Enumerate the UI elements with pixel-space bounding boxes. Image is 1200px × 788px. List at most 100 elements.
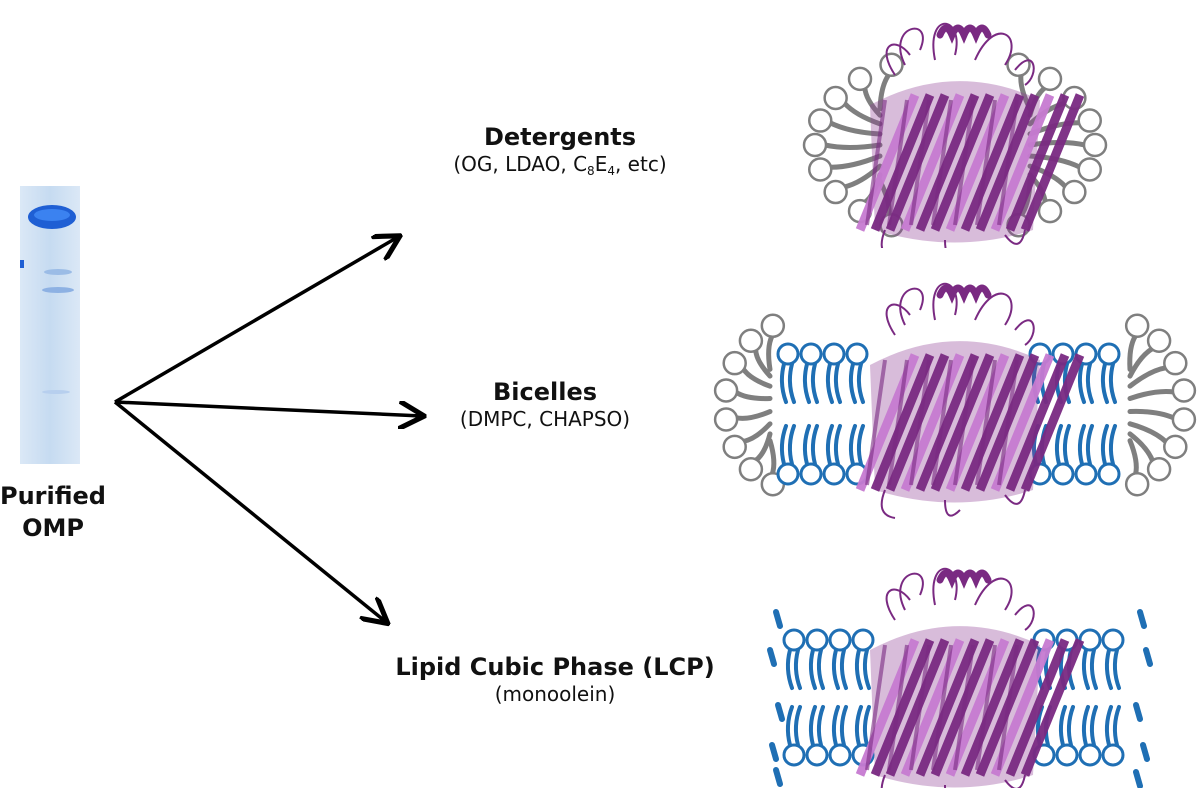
detergent-head bbox=[808, 157, 833, 182]
protein-loop bbox=[885, 303, 911, 336]
lipid-tail bbox=[1085, 424, 1094, 466]
detergents-title: Detergents bbox=[483, 123, 637, 151]
beta-strand bbox=[870, 93, 935, 232]
lipid-tail bbox=[785, 648, 794, 690]
beta-strand bbox=[915, 93, 980, 232]
lcp-title: Lipid Cubic Phase (LCP) bbox=[395, 653, 715, 681]
detergent-head bbox=[823, 179, 848, 205]
lipid-tail bbox=[793, 648, 802, 690]
protein-loop bbox=[974, 577, 1013, 611]
detergent-head bbox=[1146, 457, 1172, 482]
lipid-tail bbox=[1089, 705, 1098, 747]
detergent-head bbox=[738, 328, 764, 353]
lipid-tail bbox=[825, 424, 834, 466]
lcp-curvature-mark bbox=[1133, 769, 1143, 788]
detergent-tail bbox=[1127, 388, 1177, 401]
detergent-tail bbox=[733, 409, 773, 421]
protein-loop bbox=[1014, 319, 1035, 346]
beta-strand-back bbox=[997, 644, 1019, 771]
lipid-tail bbox=[831, 648, 840, 690]
beta-strand bbox=[960, 638, 1025, 777]
beta-strand-back bbox=[865, 644, 887, 771]
lipid-head bbox=[782, 628, 806, 652]
detergent-head bbox=[1124, 471, 1150, 497]
lipid-tail bbox=[1100, 362, 1109, 404]
lipid-tail bbox=[862, 705, 871, 747]
arrow-to-detergents bbox=[114, 237, 398, 404]
arrow-to-lcp bbox=[113, 400, 386, 622]
lipid-head bbox=[1101, 628, 1125, 652]
lipid-head bbox=[799, 342, 823, 366]
lipid-head bbox=[822, 462, 846, 486]
lipid-tail bbox=[862, 648, 871, 690]
lipid-head bbox=[845, 342, 869, 366]
detergent-head bbox=[1146, 328, 1172, 353]
lipid-tail bbox=[779, 424, 788, 466]
lipid-tail bbox=[1058, 705, 1067, 747]
beta-strand bbox=[870, 353, 935, 492]
omp-beta-barrel-structure bbox=[855, 22, 1085, 248]
detergent-tail bbox=[1127, 345, 1156, 379]
beta-strand-back bbox=[975, 644, 997, 771]
protein-helix bbox=[936, 569, 992, 589]
lipid-head bbox=[1097, 462, 1121, 486]
beta-strand-back bbox=[887, 359, 909, 486]
lipid-tail bbox=[1104, 705, 1113, 747]
detergent-tail bbox=[822, 142, 883, 150]
detergent-tail bbox=[1127, 431, 1156, 465]
lipid-head bbox=[1101, 743, 1125, 767]
beta-strand-back bbox=[931, 644, 953, 771]
protein-loop bbox=[932, 22, 958, 61]
bicelles-label: Bicelles (DMPC, CHAPSO) bbox=[420, 377, 670, 432]
protein-bottom-loop bbox=[880, 229, 1026, 248]
lipid-tail bbox=[816, 705, 825, 747]
beta-strand bbox=[990, 353, 1055, 492]
protein-helix bbox=[936, 284, 992, 304]
lcp-curvature-mark bbox=[1133, 702, 1143, 722]
lipid-tail bbox=[802, 362, 811, 404]
beta-strand-back bbox=[953, 359, 975, 486]
lcp-curvature-mark bbox=[773, 767, 783, 787]
protein-loop bbox=[932, 282, 958, 321]
beta-strand bbox=[885, 353, 950, 492]
beta-strand bbox=[990, 93, 1055, 232]
beta-strand-back bbox=[997, 99, 1019, 226]
detergents-label: Detergents (OG, LDAO, C8E4, etc) bbox=[420, 122, 700, 179]
lipid-tail bbox=[833, 362, 842, 404]
lipid-tail bbox=[825, 362, 834, 404]
lipid-tail bbox=[802, 424, 811, 466]
beta-strand-back bbox=[975, 99, 997, 226]
lipid-tail bbox=[785, 705, 794, 747]
detergent-head bbox=[713, 378, 739, 403]
lcp-subtitle: (monoolein) bbox=[494, 682, 616, 706]
lipid-tail bbox=[808, 648, 817, 690]
detergent-head bbox=[1124, 313, 1150, 339]
beta-strand-back bbox=[975, 359, 997, 486]
lipid-tail bbox=[1081, 648, 1090, 690]
beta-strand-back bbox=[887, 99, 909, 226]
sds-page-gel-lane bbox=[20, 186, 80, 464]
detergent-tail bbox=[1127, 421, 1169, 445]
beta-strand-back bbox=[865, 359, 887, 486]
lipid-tail bbox=[1077, 362, 1086, 404]
lipid-tail bbox=[856, 424, 865, 466]
protein-loop bbox=[974, 32, 1013, 66]
detergent-micelle-illustration bbox=[802, 22, 1108, 248]
beta-strand-back bbox=[909, 359, 931, 486]
beta-strand bbox=[1020, 93, 1085, 232]
beta-strand-back bbox=[887, 644, 909, 771]
detergent-tail bbox=[740, 421, 773, 444]
detergent-tail bbox=[877, 71, 892, 112]
lipid-tail bbox=[1054, 424, 1063, 466]
lipid-head bbox=[782, 743, 806, 767]
lipid-head bbox=[822, 342, 846, 366]
beta-strand-back bbox=[953, 99, 975, 226]
detergent-head bbox=[1171, 378, 1197, 403]
lipid-head bbox=[776, 462, 800, 486]
detergent-head bbox=[760, 313, 786, 339]
lipid-tail bbox=[1081, 705, 1090, 747]
detergent-head bbox=[1077, 157, 1102, 182]
detergent-head bbox=[879, 52, 904, 78]
lcp-curvature-mark bbox=[773, 609, 783, 629]
protein-loop bbox=[885, 43, 911, 76]
